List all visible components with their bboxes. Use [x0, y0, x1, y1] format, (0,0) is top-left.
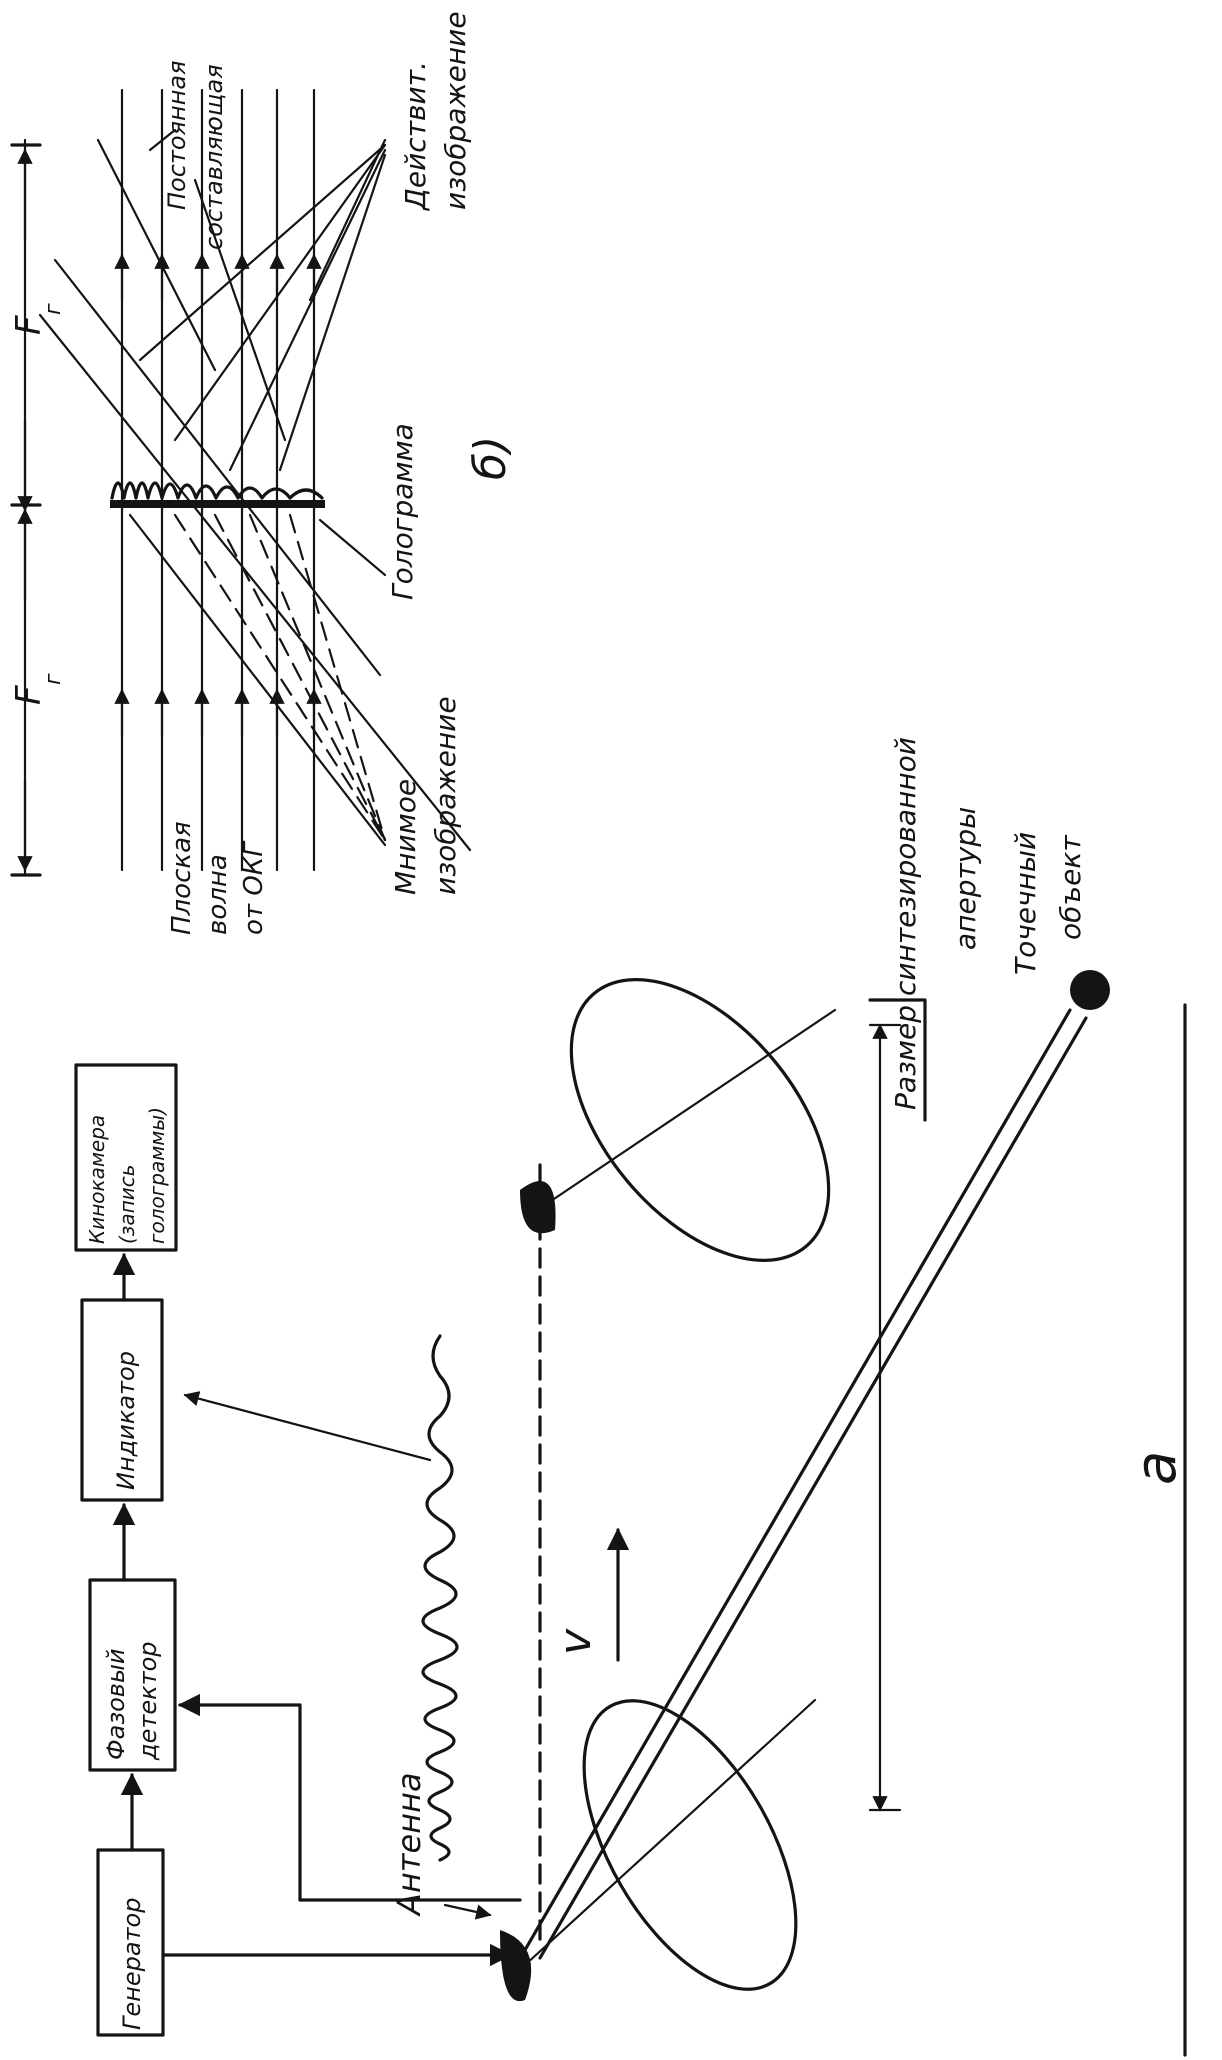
plane-wave-label-1: Плоская: [167, 821, 197, 935]
constant-component-label-1: Постоянная: [163, 60, 191, 210]
point-object-label-1: Точечный: [1009, 832, 1042, 975]
camera-block: Кинокамера (запись голограммы): [74, 1063, 178, 1252]
camera-label-2: (запись: [115, 1164, 139, 1244]
panel-b-label: б): [465, 436, 516, 480]
plane-wave-label-3: от ОКГ: [239, 840, 269, 935]
virtual-image-rays: [173, 513, 387, 842]
hologram-label: Голограмма: [386, 423, 419, 600]
diagram-a: v Антенна Размер синтезированной апертур…: [390, 737, 1189, 2057]
plane-wave-rays: [114, 88, 322, 872]
diffracted-rays: [38, 128, 472, 852]
range-line-inner: [538, 1016, 1088, 1960]
focal-right-label: F: [9, 315, 49, 335]
virtual-image-label-2: изображение: [429, 696, 462, 895]
beam-axis-start: [523, 1698, 817, 1967]
phase-detector-label-2: детектор: [134, 1642, 162, 1762]
beam-lobe-end: [569, 978, 831, 1262]
aperture-size-label-1: Размер синтезированной: [889, 737, 922, 1110]
focal-right-sub: г: [41, 303, 66, 315]
hologram-plate: [110, 500, 325, 508]
focal-left-label: F: [9, 685, 49, 705]
pointer-line: [183, 1391, 432, 1462]
velocity-label: v: [550, 1628, 601, 1655]
block-diagram: Генератор Фазовый детектор Индикатор Кин…: [74, 1063, 522, 2037]
constant-component-label-2: составляющая: [200, 64, 228, 250]
panel-a-label: а: [1124, 1451, 1189, 1485]
wire-antenna-to-detector: [177, 1693, 522, 1902]
point-object: [1070, 970, 1110, 1010]
antenna-label: Антенна: [390, 1772, 428, 1917]
plane-wave-label-2: волна: [203, 854, 233, 935]
generator-block: Генератор: [96, 1848, 165, 2037]
aperture-size-label-2: апертуры: [949, 807, 982, 950]
antenna-end-dish: [520, 1181, 556, 1234]
indicator-block: Индикатор: [80, 1298, 164, 1502]
antenna-pointer: [443, 1903, 492, 1920]
radio-waveform: [421, 1334, 459, 1862]
hologram-pointer: [318, 518, 387, 577]
camera-label-3: голограммы): [145, 1107, 169, 1244]
generator-label: Генератор: [118, 1898, 146, 2030]
virtual-image-label-1: Мнимое: [389, 779, 422, 895]
focal-left-sub: г: [41, 673, 66, 685]
beam-lobe-start: [582, 1699, 798, 1991]
diagram-b: F г F г Голограмма: [9, 11, 516, 935]
antenna-start-dish: [500, 1930, 532, 2002]
camera-label-1: Кинокамера: [85, 1115, 109, 1244]
range-line-outer: [523, 1008, 1072, 1952]
beam-axis-end: [543, 1008, 837, 1207]
point-object-label-2: объект: [1054, 835, 1087, 940]
phase-detector-label-1: Фазовый: [102, 1648, 130, 1760]
real-image-label-1: Действит.: [399, 61, 432, 212]
aperture-label-bracket: [868, 998, 927, 1122]
indicator-label: Индикатор: [112, 1351, 140, 1490]
real-image-label-2: изображение: [439, 11, 472, 210]
phase-detector-block: Фазовый детектор: [88, 1578, 177, 1772]
hologram-fringes: [110, 481, 324, 500]
